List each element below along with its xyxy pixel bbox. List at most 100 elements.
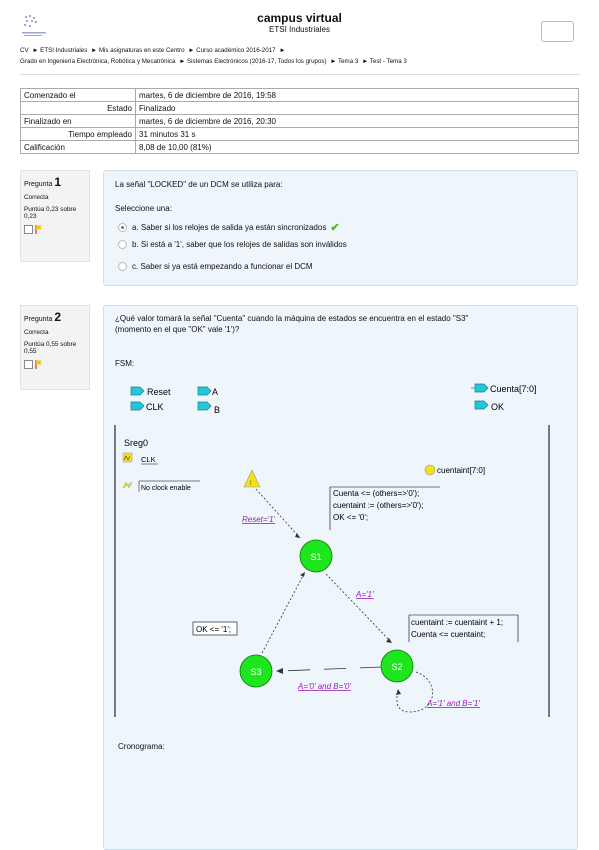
ok-port: OK [474, 400, 504, 412]
question-points: Puntúa 0,55 sobre 0,55 [24, 341, 77, 355]
flag-checkbox[interactable] [24, 225, 33, 234]
university-logo [22, 15, 46, 36]
svg-text:!: ! [250, 481, 252, 487]
cuenta-port-label: Cuenta[7:0] [490, 384, 537, 394]
question-text-line-2: (momento en el que "OK" vale '1')? [115, 325, 240, 334]
radio-selected[interactable] [118, 223, 127, 232]
question-status: Correcta [24, 329, 49, 336]
breadcrumb-item[interactable]: ► Test - Tema 3 [362, 58, 407, 65]
site-title: campus virtual [257, 11, 342, 25]
state-s3: S3 [239, 654, 273, 688]
fsm-label: FSM: [115, 359, 135, 368]
flag-question[interactable] [24, 360, 86, 369]
reset-transition [255, 488, 301, 539]
flag-icon [35, 225, 42, 234]
question-1-info: Pregunta 1 Correcta Puntúa 0,23 sobre 0,… [20, 170, 90, 262]
question-2-info: Pregunta 2 Correcta Puntúa 0,55 sobre 0,… [20, 305, 90, 390]
state-s2-label: S2 [391, 662, 402, 672]
option-label: b. Si está a '1', saber que los relojes … [132, 240, 347, 249]
s2-action-box: cuentaint := cuentaint + 1; Cuenta <= cu… [408, 614, 519, 642]
no-clock-enable-symbol: No clock enable [122, 480, 200, 492]
breadcrumb-line-1: CV ► ETSI Industriales ► Mis asignaturas… [20, 47, 287, 54]
ok-port-label: OK [491, 402, 504, 412]
cuentaint-variable: cuentaint[7:0] [424, 464, 485, 476]
reset-transition-label: Reset='1' [242, 515, 276, 524]
reset-port: Reset [130, 386, 171, 397]
s3-s1-transition [261, 573, 305, 654]
breadcrumb-item[interactable]: ► Sistemas Electrónicos (2016-17, Todos … [179, 58, 327, 65]
question-number-value: 1 [54, 175, 62, 189]
s2-action: Cuenta <= cuentaint; [411, 630, 485, 639]
breadcrumb-line-2: Grado en Ingeniería Electrónica, Robótic… [20, 58, 409, 65]
no-clock-enable-label: No clock enable [141, 485, 191, 492]
s1-action-box: Cuenta <= (others=>'0'); cuentaint := (o… [329, 486, 440, 530]
question-number: Pregunta 1 [24, 175, 86, 189]
radio[interactable] [118, 262, 127, 271]
s1-action: OK <= '0'; [333, 513, 368, 522]
answer-option-c[interactable]: c. Saber si ya está empezando a funciona… [118, 262, 313, 271]
question-number-value: 2 [54, 310, 62, 324]
sreg-label: Sreg0 [124, 438, 148, 448]
s2-s3-transition [279, 666, 383, 672]
answer-option-b[interactable]: b. Si está a '1', saber que los relojes … [118, 240, 347, 249]
state-s3-label: S3 [250, 667, 261, 677]
option-label: a. Saber si los relojes de salida ya est… [132, 223, 327, 232]
clock-symbol: CLK [122, 452, 158, 465]
clk-port: CLK [130, 401, 164, 412]
flag-question[interactable] [24, 225, 86, 234]
header-divider [20, 74, 580, 75]
radio[interactable] [118, 240, 127, 249]
option-label: c. Saber si ya está empezando a funciona… [132, 262, 313, 271]
summary-value: 8,08 de 10,00 (81%) [135, 140, 579, 154]
state-s1: S1 [299, 539, 333, 573]
question-label: Pregunta [24, 316, 53, 323]
clk-symbol-label: CLK [141, 455, 156, 464]
s1-action: Cuenta <= (others=>'0'); [333, 489, 419, 498]
site-subtitle: ETSI Industriales [269, 25, 330, 34]
clk-port-label: CLK [146, 402, 164, 412]
s1-s2-transition [325, 573, 393, 644]
s3-action: OK <= '1'; [196, 625, 231, 634]
s2-self-transition-label: A='1' and B='1' [426, 699, 480, 708]
breadcrumb-item[interactable]: CV [20, 47, 29, 54]
state-s2: S2 [380, 649, 414, 683]
cronograma-label: Cronograma: [118, 742, 165, 751]
summary-label: Calificación [20, 140, 136, 154]
answer-option-a[interactable]: a. Saber si los relojes de salida ya est… [118, 221, 340, 234]
answer-prompt: Seleccione una: [115, 204, 172, 213]
s2-s3-transition-label: A='0' and B='0' [297, 682, 351, 691]
question-1-content: La señal "LOCKED" de un DCM se utiliza p… [103, 170, 578, 286]
question-label: Pregunta [24, 181, 53, 188]
reset-port-label: Reset [147, 387, 171, 397]
question-text: La señal "LOCKED" de un DCM se utiliza p… [115, 180, 283, 189]
s2-self-transition [396, 671, 433, 713]
question-2-content: ¿Qué valor tomará la señal "Cuenta" cuan… [103, 305, 578, 850]
b-port: B [197, 401, 220, 415]
s1-action: cuentaint := (others=>'0'); [333, 501, 423, 510]
breadcrumb-item[interactable]: ► Mis asignaturas en este Centro [91, 47, 185, 54]
b-port-label: B [214, 405, 220, 415]
s1-s2-transition-label: A='1' [355, 590, 374, 599]
breadcrumb-item[interactable]: ► Curso académico 2016-2017 [188, 47, 276, 54]
s3-action-box: OK <= '1'; [192, 621, 238, 636]
breadcrumb-item[interactable]: ► Tema 3 [330, 58, 359, 65]
breadcrumb-item[interactable]: ► ETSI Industriales [32, 47, 88, 54]
correct-check-icon: ✔ [330, 222, 340, 234]
flag-checkbox[interactable] [24, 360, 33, 369]
question-text-line-1: ¿Qué valor tomará la señal "Cuenta" cuan… [115, 314, 469, 323]
question-number: Pregunta 2 [24, 310, 86, 324]
header-menu-button[interactable] [541, 21, 574, 42]
reset-warning-icon [243, 469, 261, 488]
question-points: Puntúa 0,23 sobre 0,23 [24, 206, 77, 220]
state-s1-label: S1 [310, 552, 321, 562]
a-port-label: A [212, 387, 218, 397]
flag-icon [35, 360, 42, 369]
site-header: campus virtual ETSI Industriales [0, 12, 599, 35]
breadcrumb-item[interactable]: Grado en Ingeniería Electrónica, Robótic… [20, 58, 176, 65]
